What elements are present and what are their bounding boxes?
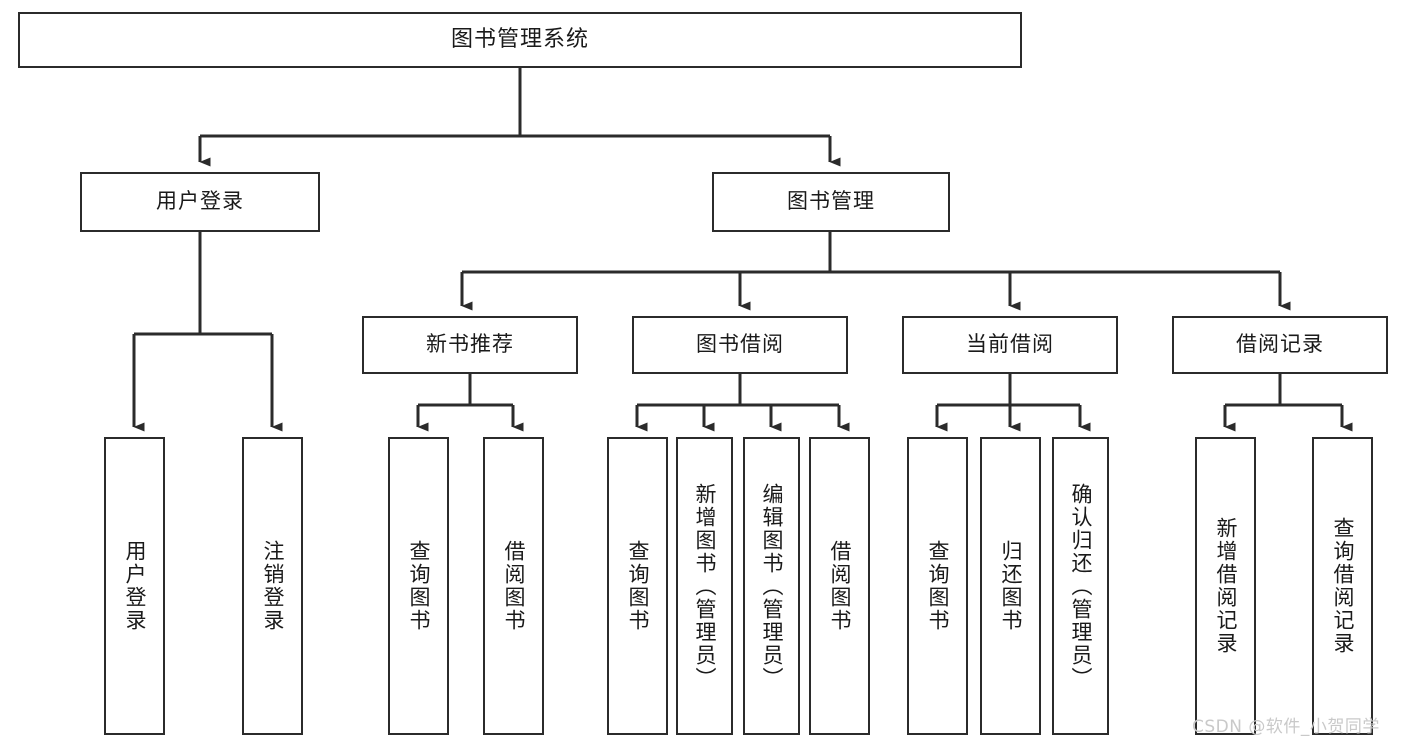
node-new-book-recommend[interactable]: 新书推荐 [362, 316, 578, 374]
node-book-manage[interactable]: 图书管理 [712, 172, 950, 232]
node-current-borrow[interactable]: 当前借阅 [902, 316, 1118, 374]
leaf-query-book-2[interactable]: 查询图书 [607, 437, 668, 735]
leaf-query-book-3[interactable]: 查询图书 [907, 437, 968, 735]
leaf-user-login[interactable]: 用户登录 [104, 437, 165, 735]
leaf-query-book-1[interactable]: 查询图书 [388, 437, 449, 735]
node-book-borrow[interactable]: 图书借阅 [632, 316, 848, 374]
leaf-edit-book-admin[interactable]: 编辑图书（管理员） [743, 437, 800, 735]
node-borrow-record[interactable]: 借阅记录 [1172, 316, 1388, 374]
node-root[interactable]: 图书管理系统 [18, 12, 1022, 68]
leaf-return-book[interactable]: 归还图书 [980, 437, 1041, 735]
watermark-csdn: CSDN @软件_小贺同学 [1192, 717, 1380, 737]
leaf-borrow-book-2[interactable]: 借阅图书 [809, 437, 870, 735]
leaf-query-borrow-record[interactable]: 查询借阅记录 [1312, 437, 1373, 735]
leaf-borrow-book-1[interactable]: 借阅图书 [483, 437, 544, 735]
leaf-add-book-admin[interactable]: 新增图书（管理员） [676, 437, 733, 735]
leaf-user-logout[interactable]: 注销登录 [242, 437, 303, 735]
node-user-login[interactable]: 用户登录 [80, 172, 320, 232]
leaf-confirm-return-admin[interactable]: 确认归还（管理员） [1052, 437, 1109, 735]
leaf-add-borrow-record[interactable]: 新增借阅记录 [1195, 437, 1256, 735]
